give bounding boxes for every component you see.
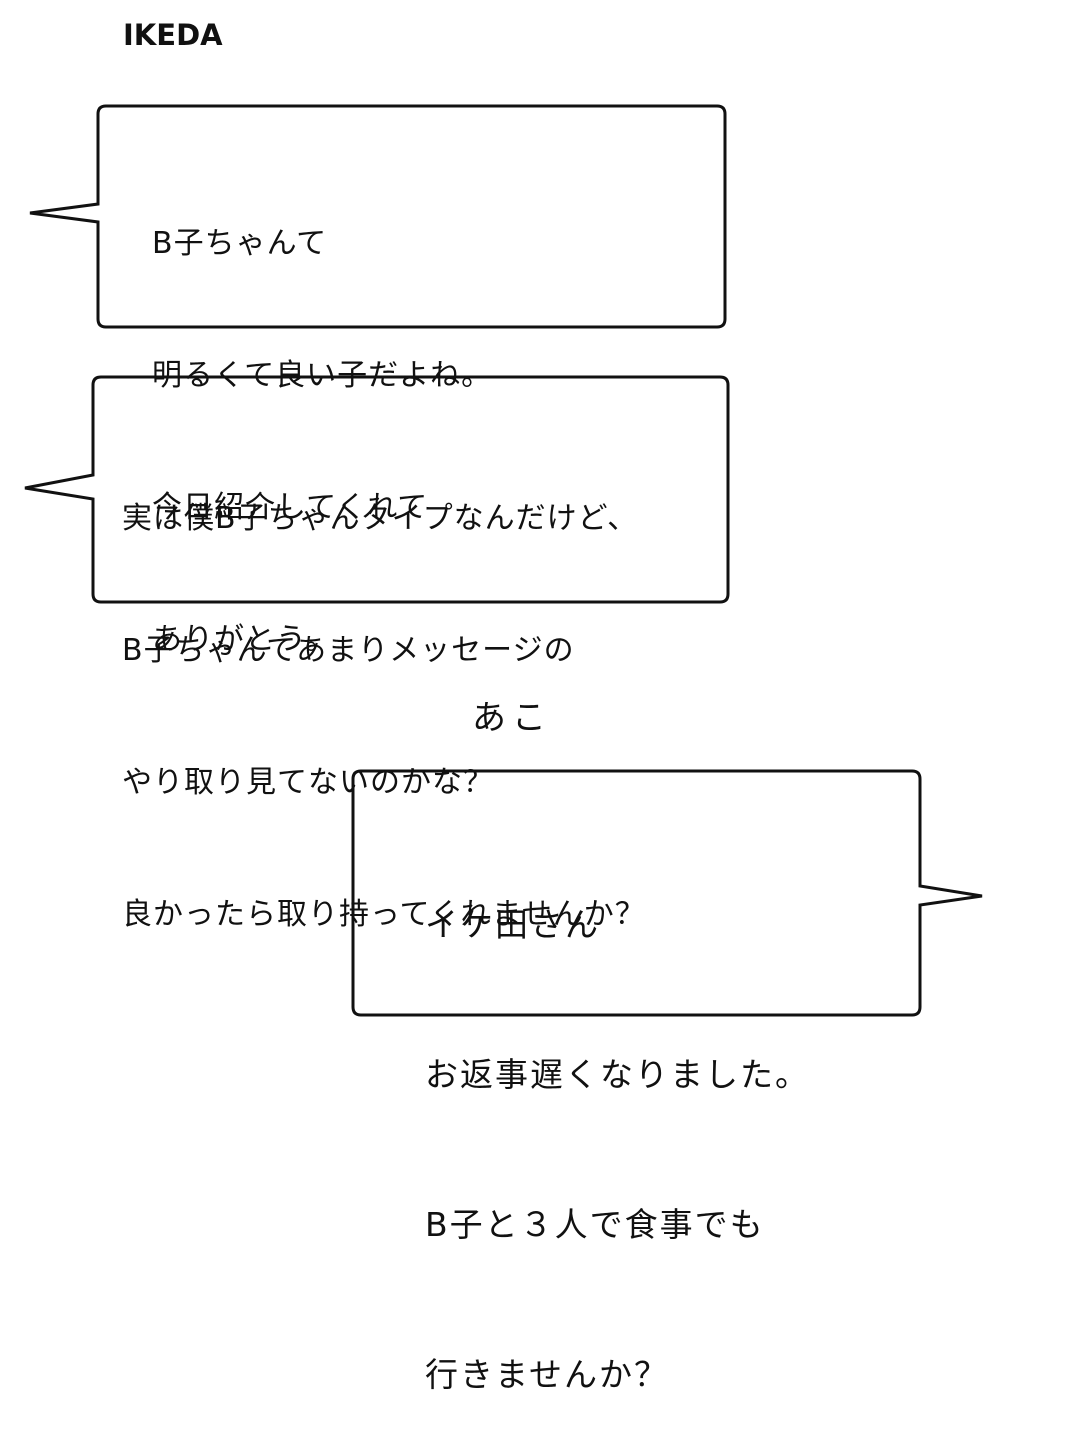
message-bubble-2: 実は僕B子ちゃんタイプなんだけど、 B子ちゃんてあまりメッセージの やり取り見て… (122, 409, 646, 981)
message-line: 良かったら取り持ってくれませんか？ (122, 897, 646, 932)
message-line: ありがとう。 (152, 622, 337, 657)
message-line: 明るくて良い子だよね。 (152, 358, 493, 393)
message-line: お返事遅くなりました。 (425, 1055, 810, 1094)
speech-bubble-2-outline (24, 375, 730, 604)
speech-bubble-3-outline (351, 769, 983, 1017)
message-line: 今日紹介してくれて (152, 490, 429, 525)
speaker-label-ako: あこ (472, 698, 552, 738)
message-line: やり取り見てないのかな？ (122, 765, 494, 800)
speech-bubbles (24, 104, 983, 1017)
message-line: イケ田さん (425, 905, 600, 944)
message-bubble-3: イケ田さん お返事遅くなりました。 B子と３人で食事でも 行きませんか？ (425, 800, 810, 1450)
message-line: B子ちゃんてあまりメッセージの (122, 633, 575, 668)
message-line: B子と３人で食事でも (425, 1205, 765, 1244)
message-line: 行きませんか？ (425, 1355, 670, 1394)
message-bubble-1: B子ちゃんて 明るくて良い子だよね。 今日紹介してくれて ありがとう。 (152, 134, 492, 706)
speech-bubble-1-outline (29, 104, 727, 329)
speaker-label-ikeda: IKEDA (123, 18, 223, 52)
message-line: 実は僕B子ちゃんタイプなんだけど、 (122, 501, 639, 536)
message-line: B子ちゃんて (152, 226, 328, 261)
